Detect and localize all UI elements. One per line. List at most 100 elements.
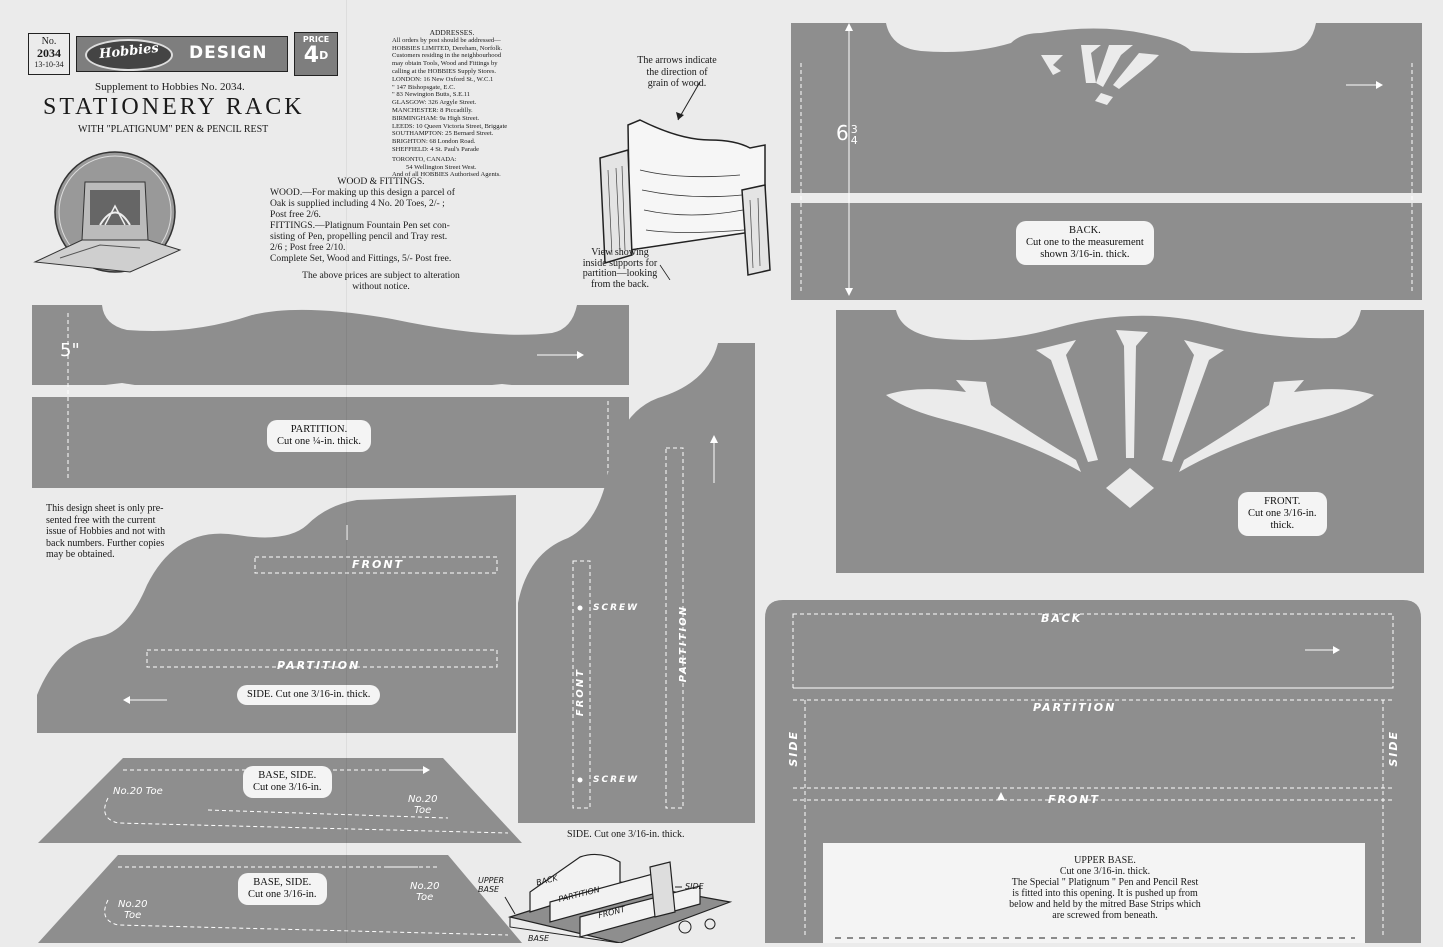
free-note-line: This design sheet is only pre- [46,503,164,514]
side-mid-screw-guide: SCREW [593,603,640,613]
assembly-base-label: BASE [528,934,550,943]
issue-number-box: No. 2034 13-10-34 [28,33,70,75]
back-dimension-denominator: 4 [850,133,858,147]
back-label: BACK. Cut one to the measurement shown 3… [1016,221,1154,265]
side-mid-piece: FRONT PARTITION SCREW SCREW [518,343,755,823]
wood-line: 2/6 ; Post free 2/10. [270,242,346,253]
price-value: 4 [303,43,320,68]
assembly-sketch: UPPER BASE BACK PARTITION FRONT SIDE BAS… [470,842,770,944]
wood-heading: WOOD & FITTINGS. [337,176,425,187]
front-label-cut: Cut one 3/16-in. [1248,508,1317,519]
address-line: HOBBIES LIMITED, Dereham, Norfolk. [392,44,503,52]
grain-note: The arrows indicate the direction of gra… [622,55,732,90]
free-note-line: back numbers. Further copies [46,537,165,549]
supplement-line: Supplement to Hobbies No. 2034. [95,81,245,93]
toe-marker-b-word: Toe [416,892,434,903]
price-box: PRICE 4D [294,32,338,76]
assembly-upper-base-word1: UPPER [478,876,505,885]
fold-line [346,0,347,943]
address-line: GLASGOW: 326 Argyle Street. [392,99,477,107]
front-label-thickness: thick. [1270,520,1295,531]
assembly-upper-base-word2: BASE [478,885,500,894]
price-unit: D [319,49,329,62]
address-line: LONDON: 16 New Oxford St., W.C.1 [392,75,494,83]
side-left-partition-guide: PARTITION [277,659,361,672]
back-label-title: BACK. [1069,225,1101,236]
toe-marker-b-word: Toe [414,805,432,816]
back-dimension-whole: 6 [836,121,849,145]
address-line: BRIGHTON: 68 London Road. [392,138,476,146]
view-note: View showing inside supports for partiti… [568,247,672,290]
wood-line: FITTINGS.—Platignum Fountain Pen set con… [270,220,450,231]
addresses-heading: ADDRESSES. [429,28,475,37]
side-left-label: SIDE. Cut one 3/16-in. thick. [237,685,381,705]
back-label-cut: Cut one to the measurement [1026,237,1144,248]
front-piece: FRONT. Cut one 3/16-in. thick. [836,310,1424,573]
address-line: SHEFFIELD: 4 St. Paul's Parade [392,145,480,153]
side-mid-front-guide: FRONT [575,668,586,717]
upper-base-title: UPPER BASE. [1074,855,1136,866]
partition-dimension: 5" [60,340,80,361]
view-note-line: inside supports for [582,257,658,269]
grain-note-line: grain of wood. [647,78,707,89]
price-label: PRICE [302,35,330,44]
base-side-2-label: BASE, SIDE. Cut one 3/16-in. [238,873,327,905]
toe-marker-a: No.20 Toe [113,786,163,797]
address-line: LEEDS: 10 Queen Victoria Street, Briggat… [392,122,508,130]
upper-base-piece: BACK PARTITION FRONT SIDE SIDE UPPER BAS… [765,600,1421,943]
grain-note-line: the direction of [646,66,708,78]
page-title: STATIONERY RACK [43,94,305,120]
toe-marker-a-word: Toe [124,910,142,921]
hobbies-logo-oval [85,39,173,71]
address-line: " 83 Newington Butts, S.E.11 [392,91,471,99]
product-illustration [30,150,210,280]
view-note-line: from the back. [590,278,650,290]
base-side-2-piece: No.20 Toe No.20 Toe BASE, SIDE. Cut one … [38,855,522,943]
upper-base-side-right-guide: SIDE [1387,730,1400,767]
issue-date: 13-10-34 [34,60,64,69]
base-side-1-piece: No.20 Toe No.20 Toe BASE, SIDE. Cut one … [38,758,522,843]
address-line: 54 Wellington Street West. [406,163,477,171]
upper-base-back-guide: BACK [1041,612,1083,625]
address-line: MANCHESTER: 8 Piccadilly. [392,106,473,114]
address-line: " 147 Bishopsgate, E.C. [392,83,456,91]
toe-marker-a: No.20 Toe [118,899,148,921]
wood-line: sisting of Pen, propelling pencil and Tr… [270,231,448,242]
upper-base-cut: Cut one 3/16-in. thick. [1059,866,1151,877]
addresses-block: ADDRESSES. All orders by post should be … [392,29,512,179]
side-mid-partition-guide: PARTITION [678,605,689,683]
front-label-title: FRONT. [1264,496,1301,507]
toe-marker-b-num: No.20 [408,794,438,805]
toe-marker-b: No.20 Toe [410,881,440,903]
page-subtitle: WITH "PLATIGNUM" PEN & PENCIL REST [78,124,269,135]
address-line: All orders by post should be addressed— [392,36,501,44]
partition-label: PARTITION. Cut one ¼-in. thick. [267,420,371,452]
view-note-line: View showing [591,247,649,258]
assembly-upper-base-label: UPPER BASE [478,876,504,894]
design-word: DESIGN [189,43,268,63]
upper-base-line: are screwed from beneath. [1052,910,1158,921]
upper-base-front-guide: FRONT [1048,793,1101,806]
base-side-2-cut: Cut one 3/16-in. [248,889,317,900]
side-mid-label: SIDE. Cut one 3/16-in. thick. [567,829,685,840]
partition-label-cut: Cut one ¼-in. thick. [277,436,361,447]
free-note-line: sented free with the current [46,514,156,526]
address-line: SOUTHAMPTON: 25 Bernard Street. [392,130,494,138]
view-note-line: partition—looking [582,268,658,279]
wood-fittings-block: WOOD & FITTINGS. WOOD.—For making up thi… [270,176,492,292]
back-label-thickness: shown 3/16-in. thick. [1040,249,1130,260]
issue-no-value: 2034 [37,46,61,60]
address-line: TORONTO, CANADA: [392,155,457,163]
upper-base-line: The Special " Platignum " Pen and Pencil… [1011,877,1199,888]
hobbies-logo-banner: Hobbies DESIGN [76,36,288,72]
toe-marker-b: No.20 Toe [408,794,438,816]
back-dimension-numerator: 3 [850,122,858,136]
grain-note-line: The arrows indicate [637,55,717,66]
upper-base-line: below and held by the mitred Base Strips… [1009,899,1201,910]
upper-base-line: is fitted into this opening. It is pushe… [1012,888,1198,899]
price-note: without notice. [352,281,410,292]
upper-base-label: UPPER BASE. Cut one 3/16-in. thick. The … [965,855,1245,921]
address-line: BIRMINGHAM: 9a High Street. [392,114,480,122]
front-label: FRONT. Cut one 3/16-in. thick. [1238,492,1327,536]
